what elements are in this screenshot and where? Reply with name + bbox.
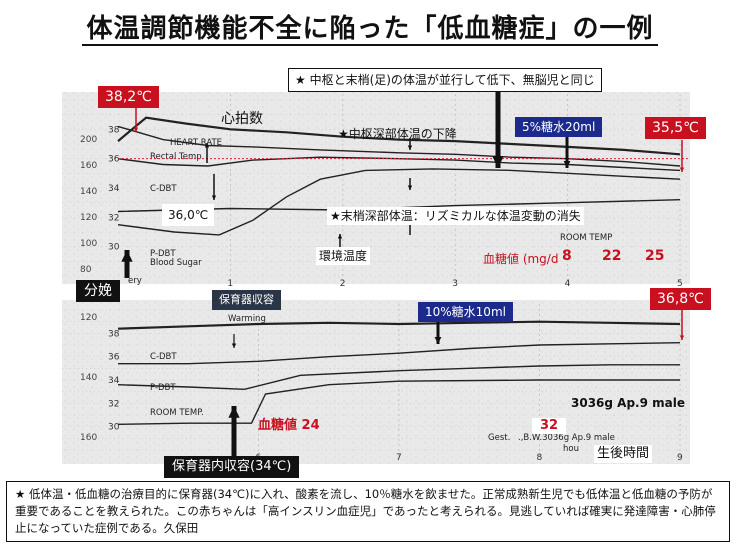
hr-tick-label: 160 (80, 161, 97, 171)
y-tick-label: 32 (108, 399, 119, 409)
page-title-text: 体温調節機能不全に陥った「低血糖症」の一例 (82, 14, 658, 46)
hr-tick-label: 100 (80, 239, 97, 249)
y-tick-label: 30 (108, 243, 120, 253)
heart-rate-label: 心拍数 (221, 111, 263, 127)
arrow-warming-head (231, 343, 237, 348)
trace-label-top: C-DBT (150, 184, 177, 194)
arrow-temp-start-head (133, 127, 139, 132)
x-tick-label: 3 (452, 279, 458, 289)
temp-end-badge: 35,5℃ (645, 117, 706, 139)
trace-label-bottom: Gest. (488, 433, 510, 443)
temp-368-badge: 36,8℃ (650, 288, 711, 310)
blood-sugar-val-1: 8 (562, 248, 572, 264)
trace-label-bottom: hou (563, 444, 579, 454)
x-tick-label: 9 (677, 453, 683, 463)
x-tick-label: 1 (227, 279, 233, 289)
arrow-peripheral-up-head (407, 185, 413, 190)
blood-sugar2-label: 血糖値 24 (258, 418, 320, 433)
glucose10-badge: 10%糖水10ml (418, 302, 513, 322)
hr-tick-label: 120 (80, 313, 97, 323)
arrow-incubator-head (228, 406, 240, 418)
arrow-ambient-head (337, 234, 343, 239)
hr-tick-label: 200 (80, 135, 97, 145)
arrow-glucose10-head (434, 336, 442, 344)
glucose5-badge: 5%糖水20ml (515, 117, 603, 137)
blood-sugar-label-text: 血糖値 (mg/d (483, 252, 559, 266)
trace-label-top: Blood Sugar (150, 258, 202, 268)
central-drop-label: ★中枢深部体温の下降 (338, 127, 457, 141)
blood-sugar2-val: 32 (532, 418, 567, 434)
hr-tick-label: 80 (80, 265, 92, 275)
trace-label-bottom: .,B.W.3036g Ap.9 male (518, 433, 615, 443)
y-tick-label: 32 (108, 213, 119, 223)
temp-36-label: 36,0℃ (162, 204, 215, 226)
trace-heart-rate (117, 116, 681, 156)
y-tick-label: 38 (108, 125, 120, 135)
x-tick-label: 5 (677, 279, 683, 289)
trace-label-bottom: C-DBT (150, 352, 177, 362)
annotation-arrows (121, 84, 685, 458)
y-tick-label: 34 (108, 184, 120, 194)
y-tick-label: 38 (108, 329, 120, 339)
x-tick-label: 2 (340, 279, 346, 289)
trace-p-dbt (117, 364, 680, 391)
trace-label-bottom: P-DBT (150, 383, 176, 393)
patient-label: 3036g Ap.9 male (571, 396, 685, 410)
y-tick-label: 36 (108, 353, 120, 363)
blood-sugar-val-2: 22 (602, 248, 622, 264)
trace-rectal-temp (117, 125, 681, 167)
x-tick-label: 8 (537, 453, 543, 463)
ambient-temp-label: 環境温度 (316, 247, 371, 265)
blood-sugar-val-3: 25 (645, 248, 665, 264)
peripheral-loss-label: ★末梢深部体温：リズミカルな体温変動の消失 (327, 207, 584, 225)
hr-tick-label: 160 (80, 433, 97, 443)
temp-start-badge: 38,2℃ (98, 86, 159, 108)
arrow-glucose5-head (563, 160, 571, 168)
trace-room-temp- (117, 379, 680, 425)
arrow-temp-end-head (679, 167, 685, 172)
trace-heart-rate (117, 320, 681, 330)
incubator-temp-badge: 保育器内収容(34℃) (164, 456, 300, 478)
hr-tick-label: 120 (80, 213, 97, 223)
age-hours-label: 生後時間 (594, 445, 653, 463)
arrow-temp36-head (211, 195, 217, 200)
incubator-in-badge: 保育器収容 (212, 290, 281, 310)
birth-badge: 分娩 (76, 280, 120, 302)
arrow-temp368-head (679, 335, 685, 340)
page-title: 体温調節機能不全に陥った「低血糖症」の一例 (0, 8, 740, 46)
trace-label-top: P-DBT (150, 249, 176, 259)
hr-tick-label: 140 (80, 187, 97, 197)
arrow-central-drop-big-head (492, 156, 504, 168)
trace-p-dbt (117, 168, 681, 236)
explanation-note: ★ 低体温・低血糖の治療目的に保育器(34℃)に入れ、酸素を流し、10％糖水を飲… (6, 481, 730, 542)
trace-label-bottom: Warming (228, 314, 266, 324)
x-tick-label: 7 (396, 453, 402, 463)
arrow-central-down-head (407, 145, 413, 150)
trace-label-top: Rectal Temp (150, 152, 202, 162)
arrow-birth-head (121, 250, 133, 262)
top-note-callout: ★ 中枢と末梢(足)の体温が並行して低下、無脳児と同じ (288, 68, 602, 92)
y-tick-label: 30 (108, 423, 120, 433)
trace-label-bottom: ROOM TEMP. (150, 408, 204, 418)
arrow-heart-rate-head (204, 143, 210, 148)
blood-sugar-label: 血糖値 (mg/d (480, 250, 561, 268)
trace-label-top: ROOM TEMP (560, 233, 612, 243)
x-tick-label: 4 (565, 279, 571, 289)
hr-tick-label: 140 (80, 373, 97, 383)
y-tick-label: 36 (108, 155, 120, 165)
trace-label-top: HEART RATE (170, 138, 222, 148)
trace-c-dbt (118, 342, 681, 365)
trace-label-top: ery (128, 276, 142, 286)
y-tick-label: 34 (108, 376, 120, 386)
